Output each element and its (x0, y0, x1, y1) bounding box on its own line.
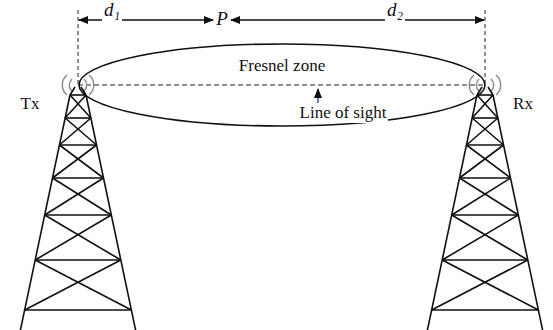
extent-line (78, 10, 79, 85)
tower-strut (442, 260, 538, 310)
tower-strut (65, 118, 96, 145)
tower-strut (25, 309, 132, 311)
point-label: P (214, 9, 230, 30)
tower-strut (59, 144, 96, 146)
tower-strut (52, 145, 96, 178)
tower-strut (20, 95, 70, 330)
tower-strut (452, 214, 519, 216)
lattice-towers (20, 87, 543, 330)
tower-strut (466, 118, 497, 145)
tower-strut (432, 260, 528, 310)
pointer-arrow (317, 89, 318, 103)
tower-strut (65, 95, 86, 118)
tower-strut (472, 117, 498, 119)
tower-strut (472, 118, 503, 145)
extent-line (485, 10, 486, 85)
tower-strut (59, 118, 90, 145)
distance-label: d₂ (385, 0, 405, 21)
tower-strut (52, 177, 103, 179)
tower-strut (65, 117, 91, 119)
tower-strut (35, 259, 121, 261)
tower-strut (25, 260, 121, 310)
tower-strut (59, 145, 103, 178)
tower-strut (35, 215, 111, 260)
tower-strut (452, 178, 511, 215)
tower-strut (459, 145, 503, 178)
tower-strut (459, 177, 510, 179)
tower-strut (427, 95, 477, 330)
tower-strut (70, 87, 75, 95)
tower-strut (52, 178, 111, 215)
fresnel-ellipse: Fresnel zone (78, 43, 486, 127)
tower-strut (86, 95, 136, 330)
tower-strut (466, 144, 503, 146)
transmitter-label: Tx (19, 95, 42, 114)
ellipse-outline (78, 43, 486, 127)
zone-label: Fresnel zone (78, 56, 486, 76)
tower-strut (45, 178, 104, 215)
tower-strut (45, 215, 121, 260)
tower-strut (35, 260, 131, 310)
tower-strut (70, 95, 91, 118)
receiver-label: Rx (511, 95, 535, 114)
tower-strut (477, 95, 498, 118)
dimension-arrow (231, 19, 484, 20)
tower-strut (459, 178, 518, 215)
tower-strut (432, 309, 539, 311)
tower-strut (466, 145, 510, 178)
antenna-waves (62, 75, 500, 95)
tower-strut (488, 87, 493, 95)
tower-strut (442, 259, 528, 261)
tower-strut (493, 95, 543, 330)
tower-strut (452, 215, 528, 260)
tower-strut (45, 214, 112, 216)
line-of-sight (78, 85, 485, 86)
tower-strut (442, 215, 518, 260)
distance-label: d₁ (102, 0, 122, 21)
dimension-arrow (79, 19, 213, 20)
line-of-sight-label: Line of sight (298, 104, 389, 123)
